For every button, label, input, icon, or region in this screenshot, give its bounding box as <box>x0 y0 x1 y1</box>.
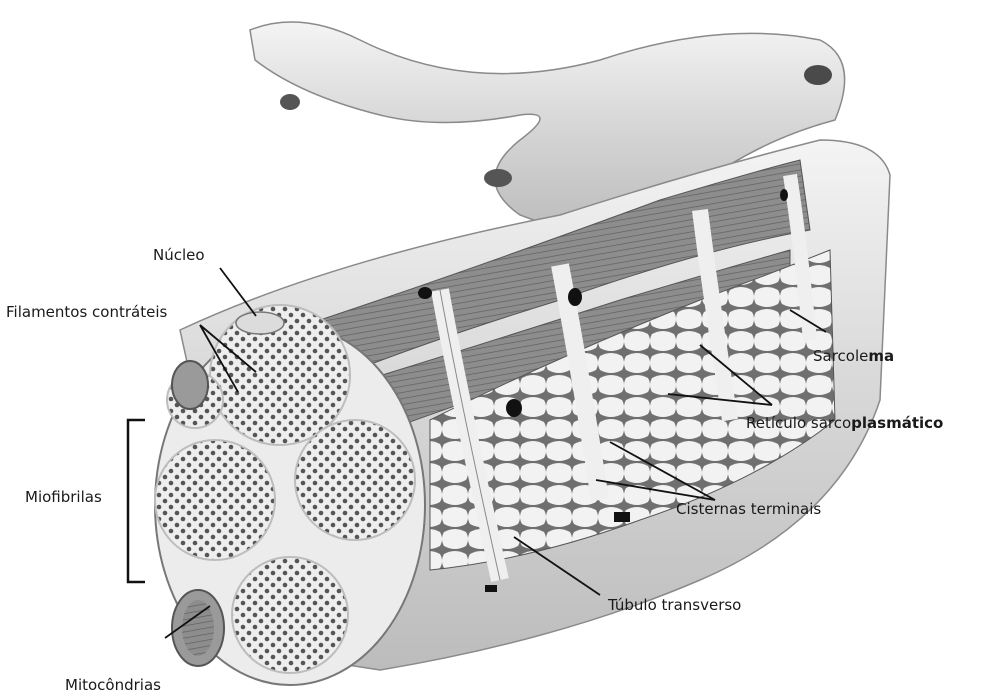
tubule-opening <box>485 585 497 592</box>
label-tubulo-transverso: Túbulo transverso <box>608 598 741 613</box>
flap-hole <box>804 65 832 85</box>
tubule-opening <box>614 512 630 522</box>
label-cisternas-terminais: Cisternas terminais <box>676 502 821 517</box>
label-reticulo-sarcoplasmatico: Retículo sarcoplasmático <box>746 416 943 431</box>
mitochondrion <box>182 600 214 656</box>
label-mitocondrias: Mitocôndrias <box>65 678 161 693</box>
tubule-opening <box>506 399 522 417</box>
label-miofibrilas: Miofibrilas <box>25 490 102 505</box>
nucleus <box>236 312 284 334</box>
miofibrilas-bracket <box>128 420 145 582</box>
label-filamentos-contrateis: Filamentos contráteis <box>6 305 167 320</box>
myofibril-cross-section <box>155 440 275 560</box>
label-nucleo: Núcleo <box>153 248 205 263</box>
myofibril-cross-section <box>295 420 415 540</box>
flap-hole <box>280 94 300 110</box>
label-sarcolema: Sarcolema <box>813 349 894 364</box>
tubule-opening <box>418 287 432 299</box>
tubule-opening <box>568 288 582 306</box>
tubule-opening <box>780 189 788 201</box>
mitochondrion <box>172 361 208 409</box>
myofibril-cross-section <box>232 557 348 673</box>
flap-hole <box>484 169 512 187</box>
